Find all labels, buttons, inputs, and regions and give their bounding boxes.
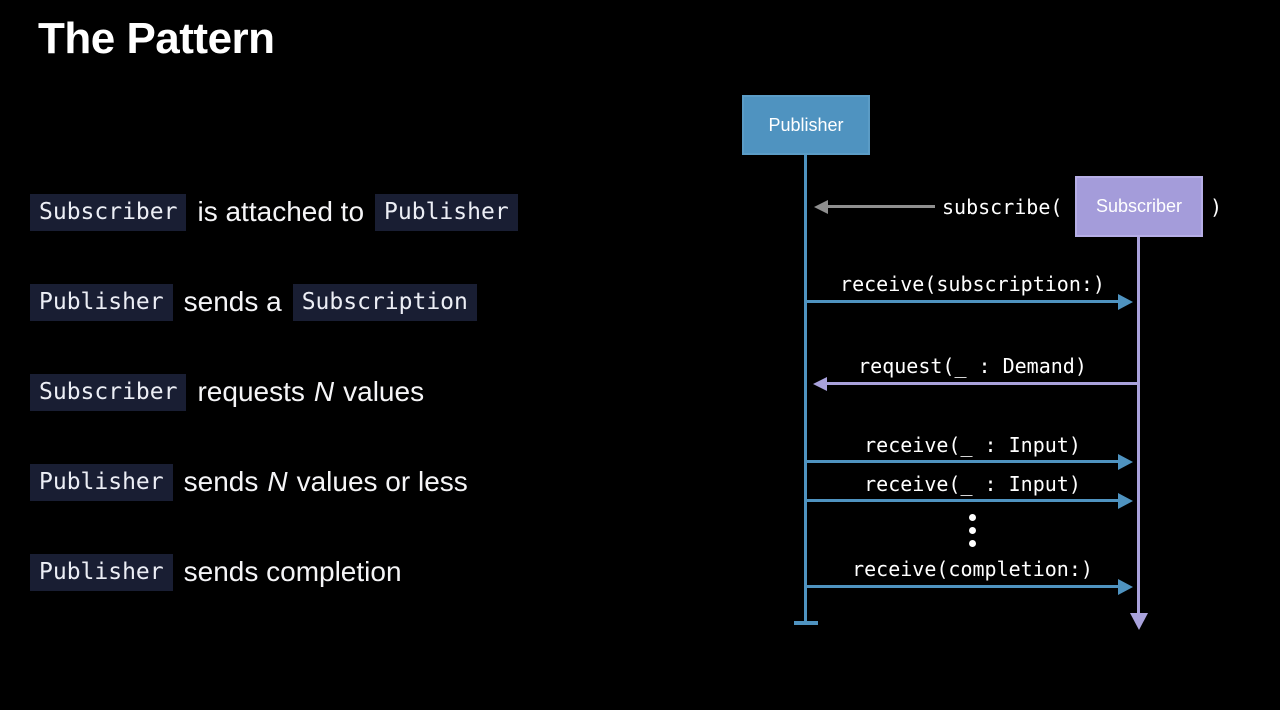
bullet-variable-n: N: [313, 376, 335, 407]
subscriber-box-label: Subscriber: [1095, 196, 1183, 216]
message-label-request-demand: request(_ : Demand): [858, 354, 1087, 378]
bullet-line-4: Publisher sends N values or less: [30, 463, 468, 501]
message-label-receive-subscription: receive(subscription:): [840, 272, 1105, 296]
message-label-receive-completion: receive(completion:): [852, 557, 1093, 581]
publisher-box: Publisher: [742, 95, 870, 155]
code-chip: Publisher: [30, 553, 173, 591]
publisher-lifeline-endcap: [794, 621, 818, 625]
subscribe-arrowhead-icon: [814, 200, 828, 214]
receive-subscription-arrowhead-icon: [1118, 294, 1133, 310]
receive-input-arrowhead-icon-1: [1118, 454, 1133, 470]
code-chip: Subscription: [292, 283, 477, 321]
receive-input-arrow-2: [806, 499, 1119, 502]
bullet-text: values: [343, 376, 425, 407]
bullet-text: sends: [183, 466, 259, 497]
bullet-variable-n: N: [267, 466, 288, 497]
bullet-line-3: Subscriber requests N values: [30, 373, 424, 411]
receive-input-arrowhead-icon-2: [1118, 493, 1133, 509]
ellipsis-dot: [969, 514, 976, 521]
bullet-text: requests: [197, 376, 305, 407]
subscribe-arrow: [826, 205, 935, 208]
page-title: The Pattern: [38, 14, 275, 63]
message-label-receive-input-2: receive(_ : Input): [864, 472, 1081, 496]
bullet-line-2: Publisher sends a Subscription: [30, 283, 477, 321]
publisher-box-label: Publisher: [768, 114, 844, 135]
ellipsis-dot: [969, 527, 976, 534]
bullet-text: sends completion: [183, 556, 402, 587]
subscriber-lifeline: [1137, 237, 1140, 614]
code-chip: Subscriber: [30, 193, 187, 231]
request-demand-arrow: [825, 382, 1140, 385]
ellipsis-dot: [969, 540, 976, 547]
receive-subscription-arrow: [806, 300, 1119, 303]
bullet-line-5: Publisher sends completion: [30, 553, 402, 591]
message-label-receive-input-1: receive(_ : Input): [864, 433, 1081, 457]
bullet-text: is attached to: [197, 196, 365, 227]
receive-completion-arrow: [806, 585, 1119, 588]
code-chip: Publisher: [30, 283, 173, 321]
publisher-lifeline: [804, 155, 807, 622]
bullet-text: values or less: [296, 466, 468, 497]
subscriber-box: Subscriber: [1075, 176, 1203, 237]
code-chip: Publisher: [375, 193, 518, 231]
code-chip: Publisher: [30, 463, 173, 501]
request-demand-arrowhead-icon: [813, 377, 827, 391]
subscribe-label-prefix: subscribe(: [942, 195, 1063, 219]
subscriber-lifeline-arrowhead-icon: [1130, 613, 1148, 630]
bullet-text: sends a: [183, 286, 282, 317]
bullet-line-1: Subscriber is attached to Publisher: [30, 193, 518, 231]
receive-completion-arrowhead-icon: [1118, 579, 1133, 595]
subscribe-label-suffix: ): [1210, 195, 1223, 219]
code-chip: Subscriber: [30, 373, 187, 411]
receive-input-arrow-1: [806, 460, 1119, 463]
